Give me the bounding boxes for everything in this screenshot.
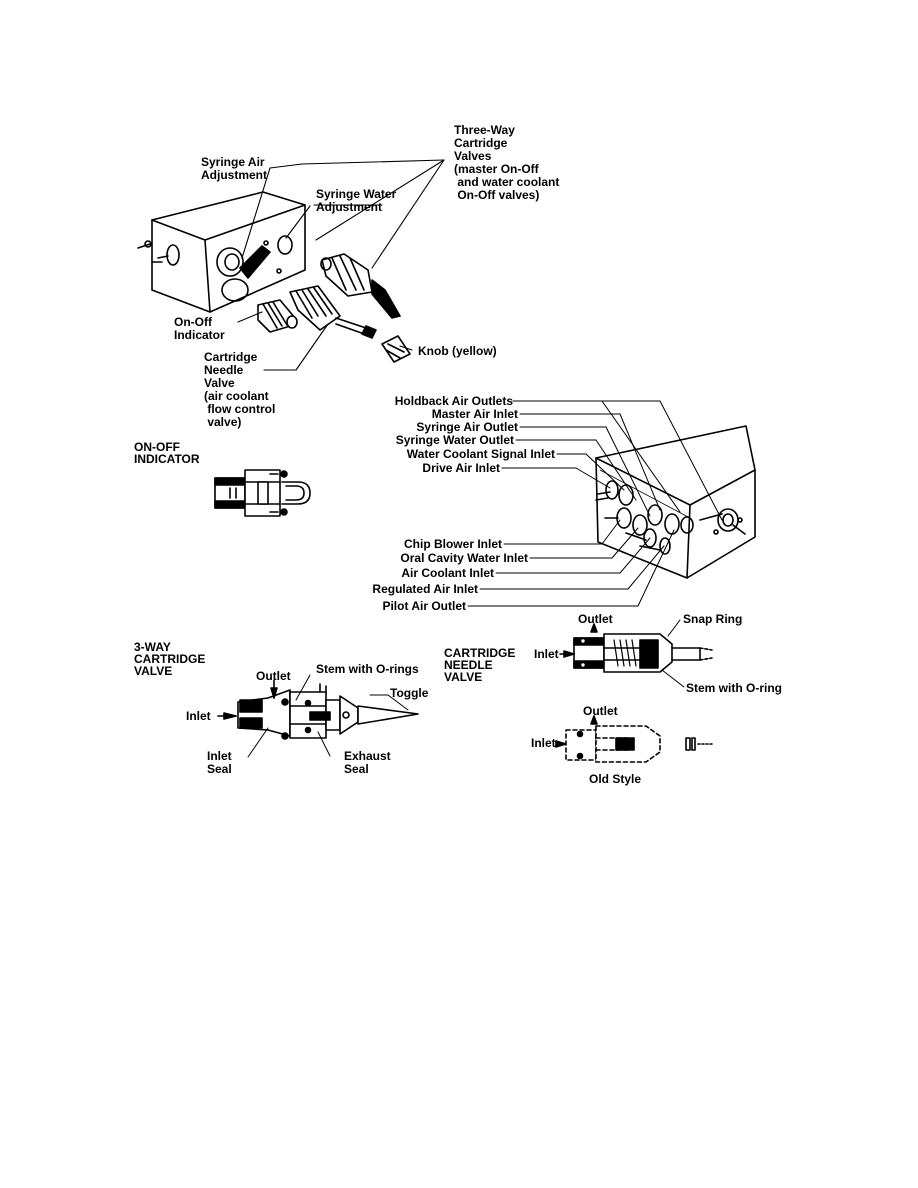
on-off-indicator-section-drawing <box>214 469 311 517</box>
port-label-oral-cavity-water-inlet: Oral Cavity Water Inlet <box>400 551 528 565</box>
knob-part <box>381 335 411 363</box>
old-style-inlet-label: Inlet <box>531 736 556 750</box>
three-way-section-heading: 3-WAY CARTRIDGE VALVE <box>134 640 206 678</box>
port-label-holdback-air-outlets: Holdback Air Outlets <box>394 394 513 408</box>
on-off-indicator-label: On-Off Indicator <box>174 315 225 342</box>
old-style-solid-parts <box>555 715 713 760</box>
three-way-valve-part <box>320 253 401 319</box>
three-way-section-drawing <box>217 679 419 740</box>
needle-valve-section-drawing <box>559 623 713 673</box>
three-way-toggle-label: Toggle <box>390 686 429 700</box>
on-off-indicator-part <box>257 299 298 333</box>
needle-snap-ring-label: Snap Ring <box>683 612 743 626</box>
port-label-regulated-air-inlet: Regulated Air Inlet <box>372 582 478 596</box>
old-style-caption: Old Style <box>589 772 642 786</box>
needle-valve-part <box>289 285 377 339</box>
cartridge-needle-valve-label: Cartridge Needle Valve (air coolant flow… <box>204 350 276 429</box>
three-way-inlet-seal-label: Inlet Seal <box>207 749 232 776</box>
needle-inlet-label: Inlet <box>534 647 559 661</box>
syringe-air-adjustment-label: Syringe Air Adjustment <box>201 155 267 182</box>
three-way-valves-label: Three-Way Cartridge Valves (master On-Of… <box>454 123 560 202</box>
needle-section-heading: CARTRIDGE NEEDLE VALVE <box>444 646 516 684</box>
old-style-outlet-label: Outlet <box>583 704 618 718</box>
port-label-drive-air-inlet: Drive Air Inlet <box>422 461 500 475</box>
manifold-block <box>595 425 756 579</box>
three-way-exhaust-seal-label: Exhaust Seal <box>344 749 391 776</box>
port-label-syringe-air-outlet: Syringe Air Outlet <box>416 420 518 434</box>
port-label-chip-blower-inlet: Chip Blower Inlet <box>403 537 502 551</box>
port-label-air-coolant-inlet: Air Coolant Inlet <box>401 566 494 580</box>
three-way-inlet-label: Inlet <box>186 709 211 723</box>
valve-block <box>137 191 306 313</box>
three-way-outlet-label: Outlet <box>256 669 291 683</box>
syringe-water-adjustment-label: Syringe Water Adjustment <box>316 187 397 214</box>
port-label-water-coolant-signal-inlet: Water Coolant Signal Inlet <box>406 447 555 461</box>
port-label-master-air-inlet: Master Air Inlet <box>431 407 518 421</box>
port-label-pilot-air-outlet: Pilot Air Outlet <box>382 599 466 613</box>
needle-stem-label: Stem with O-ring <box>686 681 782 695</box>
knob-label: Knob (yellow) <box>418 344 497 358</box>
port-label-syringe-water-outlet: Syringe Water Outlet <box>395 433 514 447</box>
needle-outlet-label: Outlet <box>578 612 613 626</box>
three-way-stem-label: Stem with O-rings <box>316 662 419 676</box>
on-off-indicator-heading: ON-OFF INDICATOR <box>134 440 200 466</box>
